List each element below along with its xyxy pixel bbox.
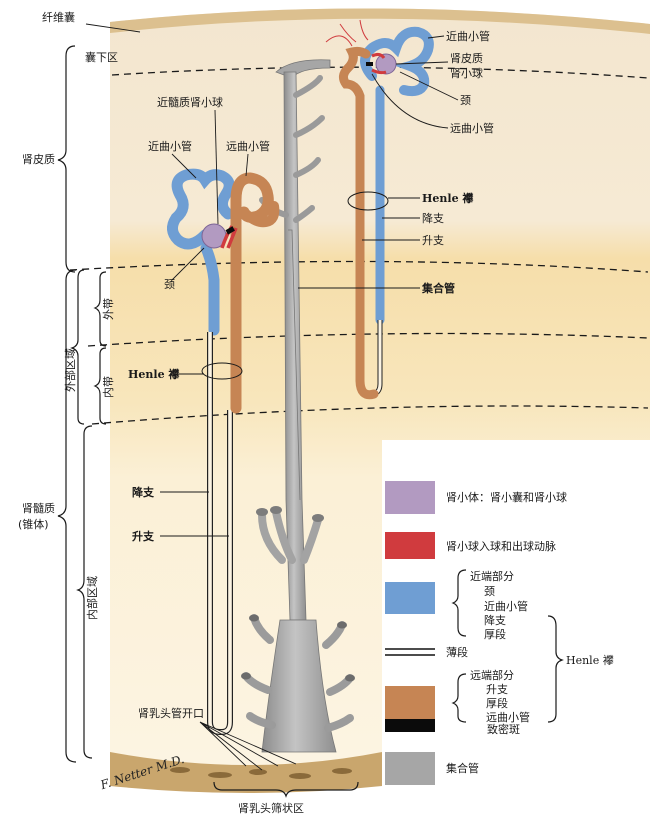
- macula-densa-left: [225, 226, 235, 235]
- label-right-neck: 颈: [460, 94, 471, 107]
- papilla-base: [110, 752, 382, 793]
- brace-medulla: [57, 269, 77, 763]
- legend-swatch-proximal: [385, 582, 435, 614]
- label-medulla-1: 肾髓质: [22, 502, 55, 515]
- label-juxtamedullary-glomerulus: 近髓质肾小球: [157, 95, 223, 109]
- legend-proximal-descending: 降支: [484, 613, 506, 627]
- brace-cribrosa: [213, 781, 359, 798]
- brace-inner-stripe: [93, 347, 107, 425]
- label-left-proximal: 近曲小管: [148, 139, 192, 153]
- label-cribrosa: 肾乳头筛状区: [238, 801, 304, 815]
- label-right-henle: Henle 襻: [422, 191, 474, 205]
- macula-densa-right: [366, 62, 373, 66]
- juxtamedullary-nephron: [167, 168, 280, 735]
- proximal-straight-left: [200, 242, 220, 336]
- label-left-distal: 远曲小管: [226, 139, 270, 153]
- legend-text-proximal: 近端部分: [470, 569, 514, 583]
- capsule-leader: [85, 23, 141, 33]
- legend-swatch-macula-densa: [385, 719, 435, 732]
- henle-ring-right: [347, 191, 389, 211]
- legend-text-arterioles: 肾小球入球和出球动脉: [446, 539, 556, 553]
- legend-text-corpuscle: 肾小体：肾小囊和肾小球: [446, 490, 567, 504]
- thick-ascending-right: [338, 46, 379, 400]
- label-right-distal: 远曲小管: [450, 121, 494, 135]
- legend-swatch-distal: [385, 686, 435, 719]
- legend-distal-dct: 远曲小管: [486, 710, 530, 724]
- legend-proximal-neck: 颈: [484, 585, 495, 598]
- brace-inner-zone: [76, 425, 93, 759]
- label-cortical-glomerulus-1: 肾皮质: [450, 52, 483, 65]
- zone-line-outer-inner-stripe: [87, 332, 649, 347]
- cortical-nephron: [325, 19, 434, 400]
- label-right-ascending: 升支: [422, 234, 444, 247]
- label-cortical-glomerulus-2: 肾小球: [450, 66, 483, 80]
- collecting-duct: [241, 59, 355, 753]
- legend-swatch-collecting-duct: [385, 752, 435, 785]
- henle-ring-left: [201, 362, 243, 380]
- label-subcapsular: 囊下区: [85, 50, 118, 64]
- label-inner-stripe: 内带: [101, 376, 115, 398]
- label-right-proximal: 近曲小管: [446, 29, 490, 43]
- legend-text-macula-densa: 致密斑: [487, 722, 520, 736]
- legend-text-collecting-duct: 集合管: [446, 761, 479, 775]
- legend: 肾小体：肾小囊和肾小球 肾小球入球和出球动脉 近端部分 颈 近曲小管 降支 厚段…: [385, 481, 614, 785]
- label-collecting-duct: 集合管: [421, 281, 455, 295]
- legend-swatch-corpuscle: [385, 481, 435, 514]
- label-left-neck: 颈: [164, 278, 175, 291]
- proximal-convoluted-tubule-left: [167, 168, 235, 250]
- fibrous-capsule-band: [110, 8, 650, 35]
- label-papillary-opening: 肾乳头管开口: [138, 706, 204, 720]
- label-left-ascending: 升支: [132, 529, 155, 543]
- label-outer-stripe: 外带: [102, 298, 115, 320]
- legend-proximal-thick: 厚段: [484, 627, 506, 641]
- legend-distal-thick: 厚段: [486, 696, 508, 710]
- label-capsule: 纤维囊: [42, 10, 75, 24]
- legend-text-henle: Henle 襻: [566, 654, 614, 667]
- legend-text-distal: 远端部分: [470, 668, 514, 682]
- label-left-henle: Henle 襻: [128, 367, 180, 381]
- label-left-descending: 降支: [132, 485, 155, 499]
- papillary-duct: [261, 619, 337, 753]
- brace-cortex: [57, 45, 76, 273]
- brace-outer-stripe: [93, 271, 107, 347]
- brace-outer-zone: [70, 269, 85, 425]
- legend-text-thin-segment: 薄段: [446, 645, 468, 659]
- label-outer-zone: 外部区域: [63, 348, 77, 392]
- zone-line-outer-inner-zone: [91, 405, 649, 425]
- label-inner-zone: 内部区域: [85, 576, 99, 620]
- label-right-descending: 降支: [422, 211, 444, 225]
- legend-proximal-pct: 近曲小管: [484, 599, 528, 613]
- arterioles-right: [371, 52, 387, 75]
- label-medulla-2: (锥体): [18, 517, 49, 531]
- legend-brace-distal: [451, 673, 467, 723]
- legend-swatch-arterioles: [385, 532, 435, 559]
- legend-brace-henle: [547, 615, 564, 723]
- label-cortex: 肾皮质: [22, 153, 55, 166]
- legend-brace-proximal: [451, 569, 467, 637]
- cribriform-openings: [170, 767, 352, 779]
- proximal-convoluted-tubule-right: [360, 26, 434, 97]
- legend-distal-ascending: 升支: [486, 683, 508, 696]
- zone-line-cortex-medulla: [69, 260, 649, 273]
